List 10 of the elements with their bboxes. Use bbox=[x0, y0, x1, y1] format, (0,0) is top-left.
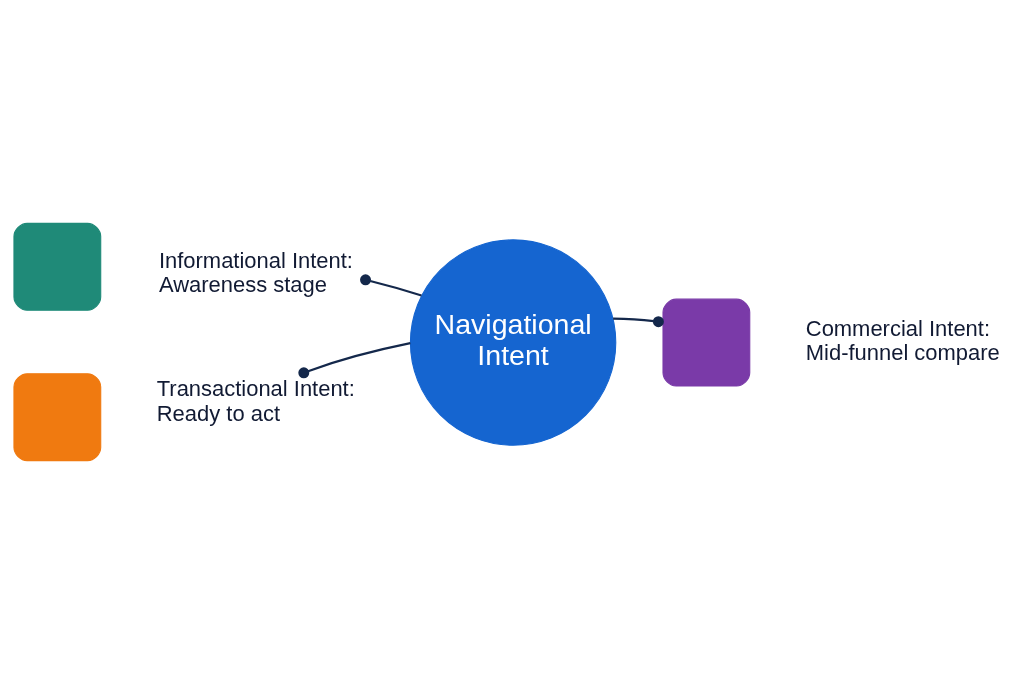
connector bbox=[298, 341, 411, 378]
node-box bbox=[13, 222, 102, 311]
node-box bbox=[13, 372, 102, 461]
node-text: Commercial Intent: Mid-funnel compare bbox=[805, 315, 1000, 365]
connector bbox=[613, 315, 664, 327]
node-box bbox=[662, 298, 751, 386]
node-text: Informational Intent: Awareness stage bbox=[158, 247, 353, 297]
node-text: Transactional Intent: Ready to act bbox=[156, 375, 355, 426]
connector bbox=[360, 273, 422, 296]
node-circle: Navigational Intent bbox=[409, 238, 617, 446]
